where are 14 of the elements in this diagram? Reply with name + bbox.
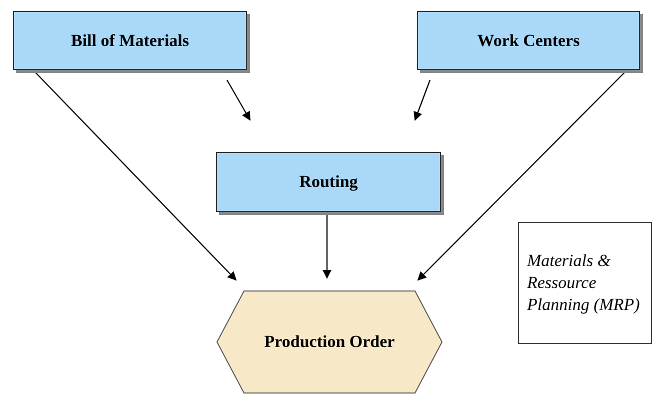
arrow bbox=[414, 80, 431, 121]
node-label: Materials & Ressource Planning (MRP) bbox=[527, 250, 641, 316]
node-label: Production Order bbox=[264, 332, 395, 352]
arrow bbox=[226, 80, 251, 121]
arrow bbox=[322, 212, 332, 279]
node-label: Work Centers bbox=[477, 30, 580, 50]
node-label: Bill of Materials bbox=[70, 30, 190, 50]
note-box bbox=[518, 222, 652, 344]
process-box bbox=[216, 152, 441, 212]
hexagon-node bbox=[216, 290, 443, 394]
node-label: Routing bbox=[299, 172, 358, 192]
process-box bbox=[417, 11, 640, 70]
arrow bbox=[34, 72, 237, 281]
process-box bbox=[13, 11, 247, 70]
